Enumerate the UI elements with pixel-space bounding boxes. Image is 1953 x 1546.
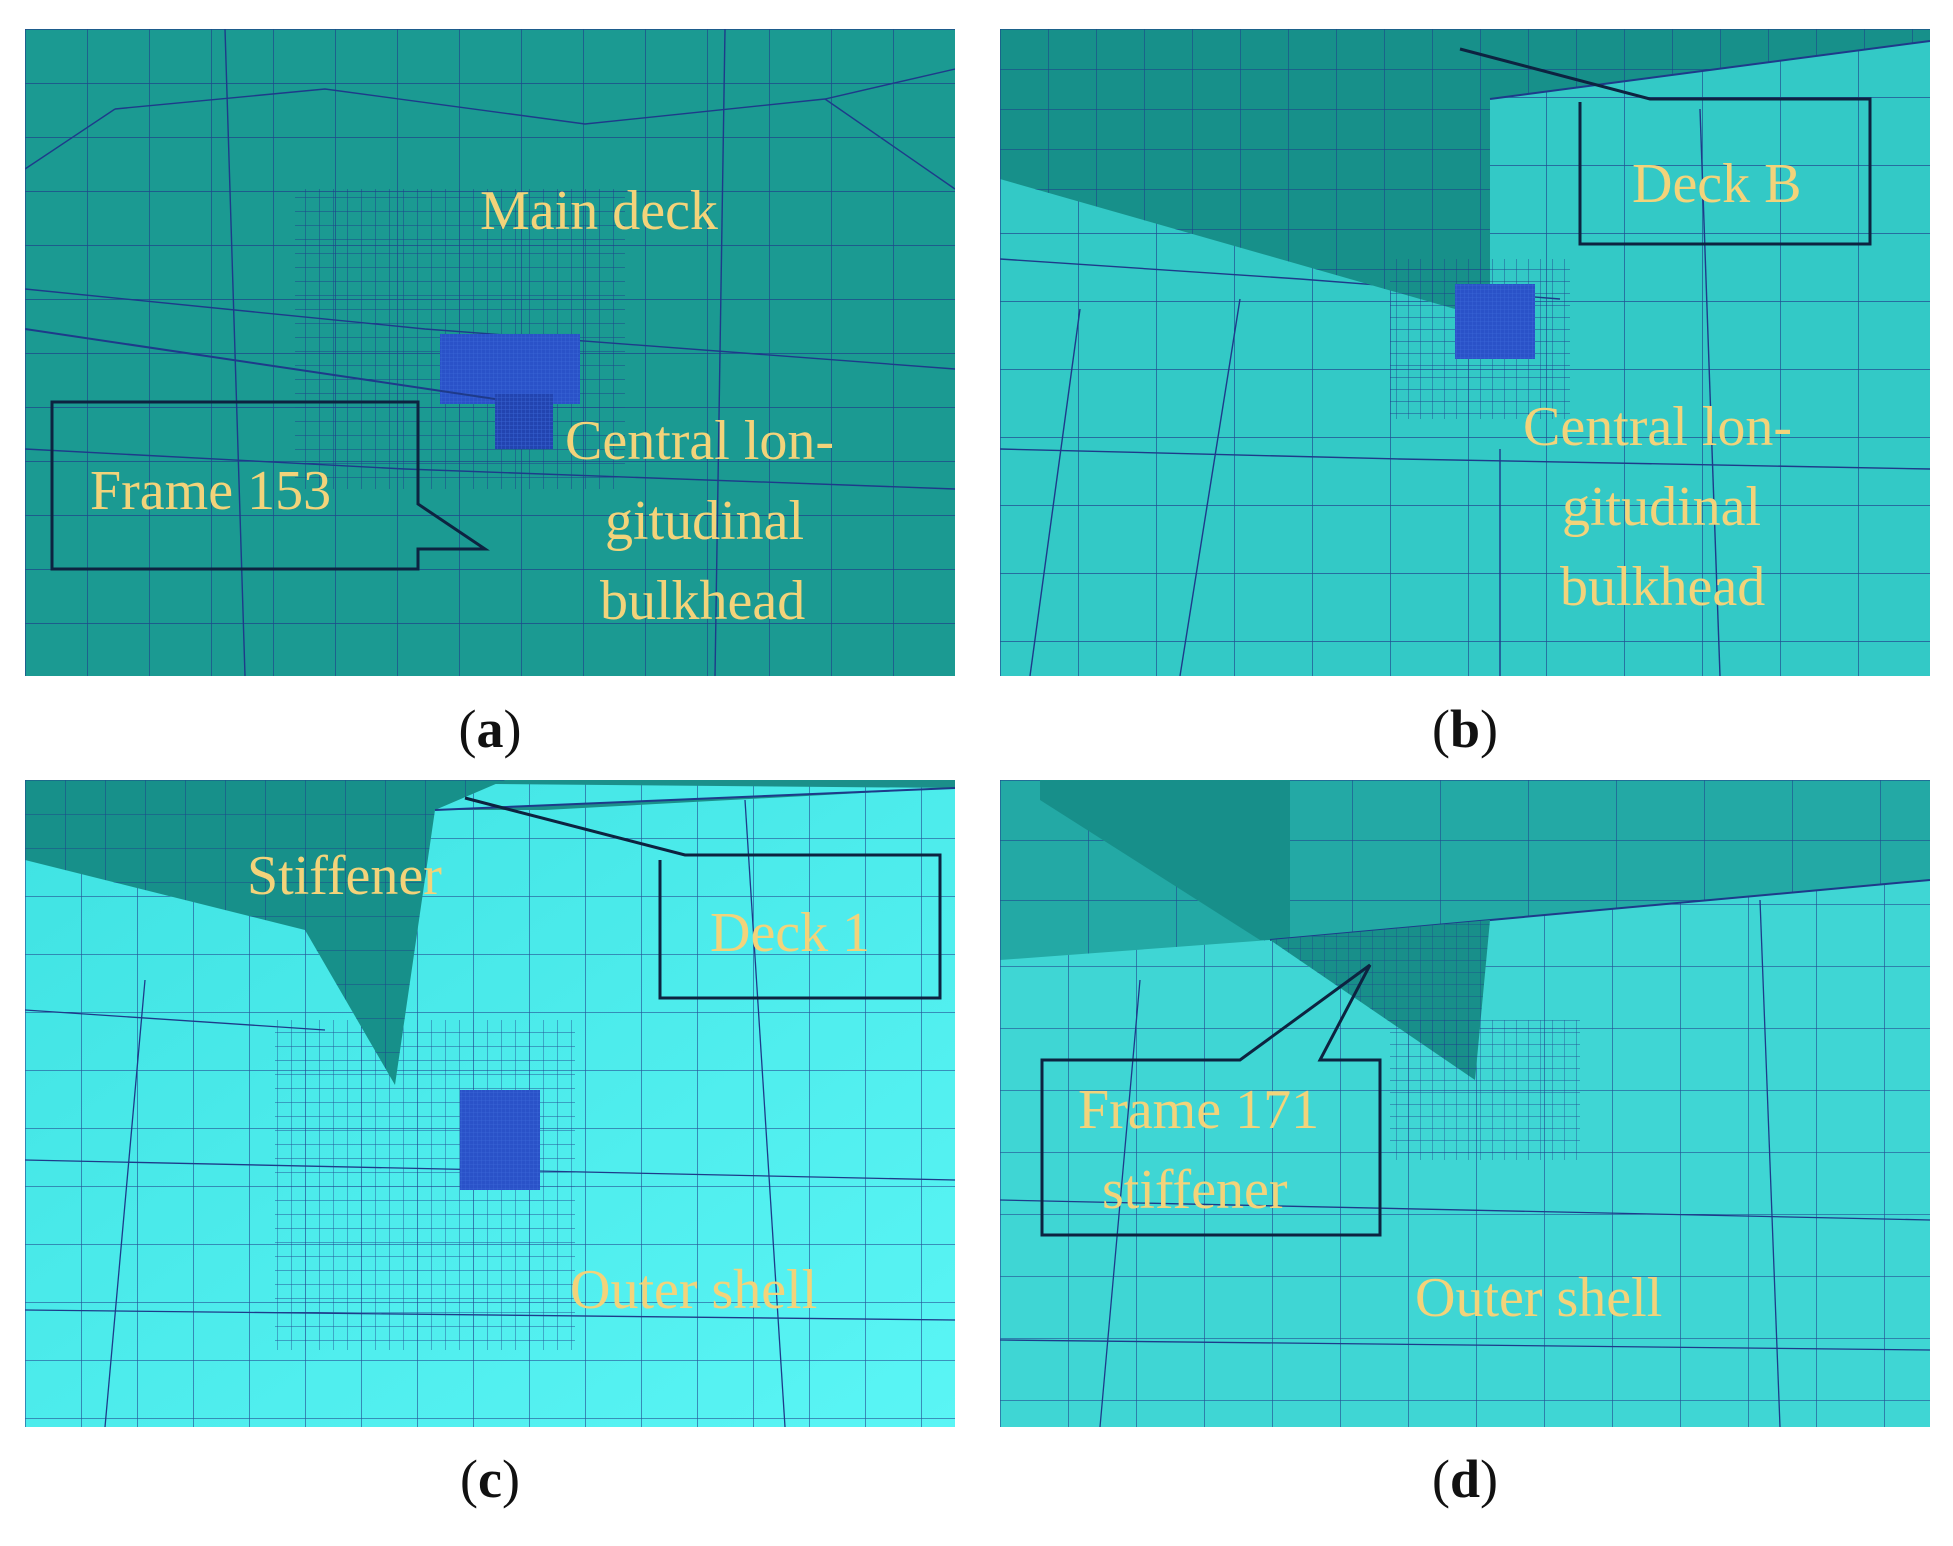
deck-1-plate [25,780,955,810]
panel-d-mesh [1000,780,1930,1427]
caption-b: (b) [1431,699,1498,759]
frame-153-label: Frame 153 [90,460,332,522]
panel-c-mesh [25,780,955,1427]
frame-171-label-line-2: stiffener [1102,1159,1288,1221]
panel-a-mesh-view: Main deck Frame 153 Central lon- gitudin… [25,29,955,676]
main-deck-label: Main deck [480,180,718,242]
caption-a-letter: a [476,699,504,759]
stiffener-label: Stiffener [247,845,442,907]
bulkhead-label-line-3: bulkhead [600,570,806,632]
caption-d: (d) [1431,1449,1498,1509]
frame-153-callout [50,400,490,571]
caption-b-letter: b [1449,699,1481,759]
bulkhead-label-line-2: gitudinal [605,490,805,552]
panel-a-mesh [25,29,955,676]
bulkhead-label-line-1: Central lon- [565,410,835,472]
deck-b-callout [1459,47,1872,246]
panel-c-mesh-view: Stiffener Deck 1 Outer shell [25,780,955,1427]
panel-d-mesh-view: Frame 171 stiffener Outer shell [1000,780,1930,1427]
panel-b-mesh-view: Deck B Central lon- gitudinal bulkhead [1000,29,1930,676]
outer-shell-label: Outer shell [1415,1267,1663,1329]
bulkhead-label-line-2: gitudinal [1562,476,1762,538]
caption-a: (a) [458,699,522,759]
panel-b-mesh [1000,29,1930,676]
bulkhead-edge [25,328,496,400]
frame-171-callout [1040,963,1382,1237]
caption-c-letter: c [478,1449,502,1509]
caption-c: (c) [460,1449,520,1509]
outer-shell-label: Outer shell [570,1259,818,1321]
frame-171-label-line-1: Frame 171 [1078,1079,1320,1141]
deck-1-callout [464,796,942,1000]
deck-b-label: Deck B [1632,153,1802,215]
deck-upper-face [1040,780,1290,940]
bulkhead-label-line-3: bulkhead [1560,556,1766,618]
deck-1-label: Deck 1 [710,902,871,964]
bulkhead-label-line-1: Central lon- [1523,396,1793,458]
caption-d-letter: d [1449,1449,1481,1509]
